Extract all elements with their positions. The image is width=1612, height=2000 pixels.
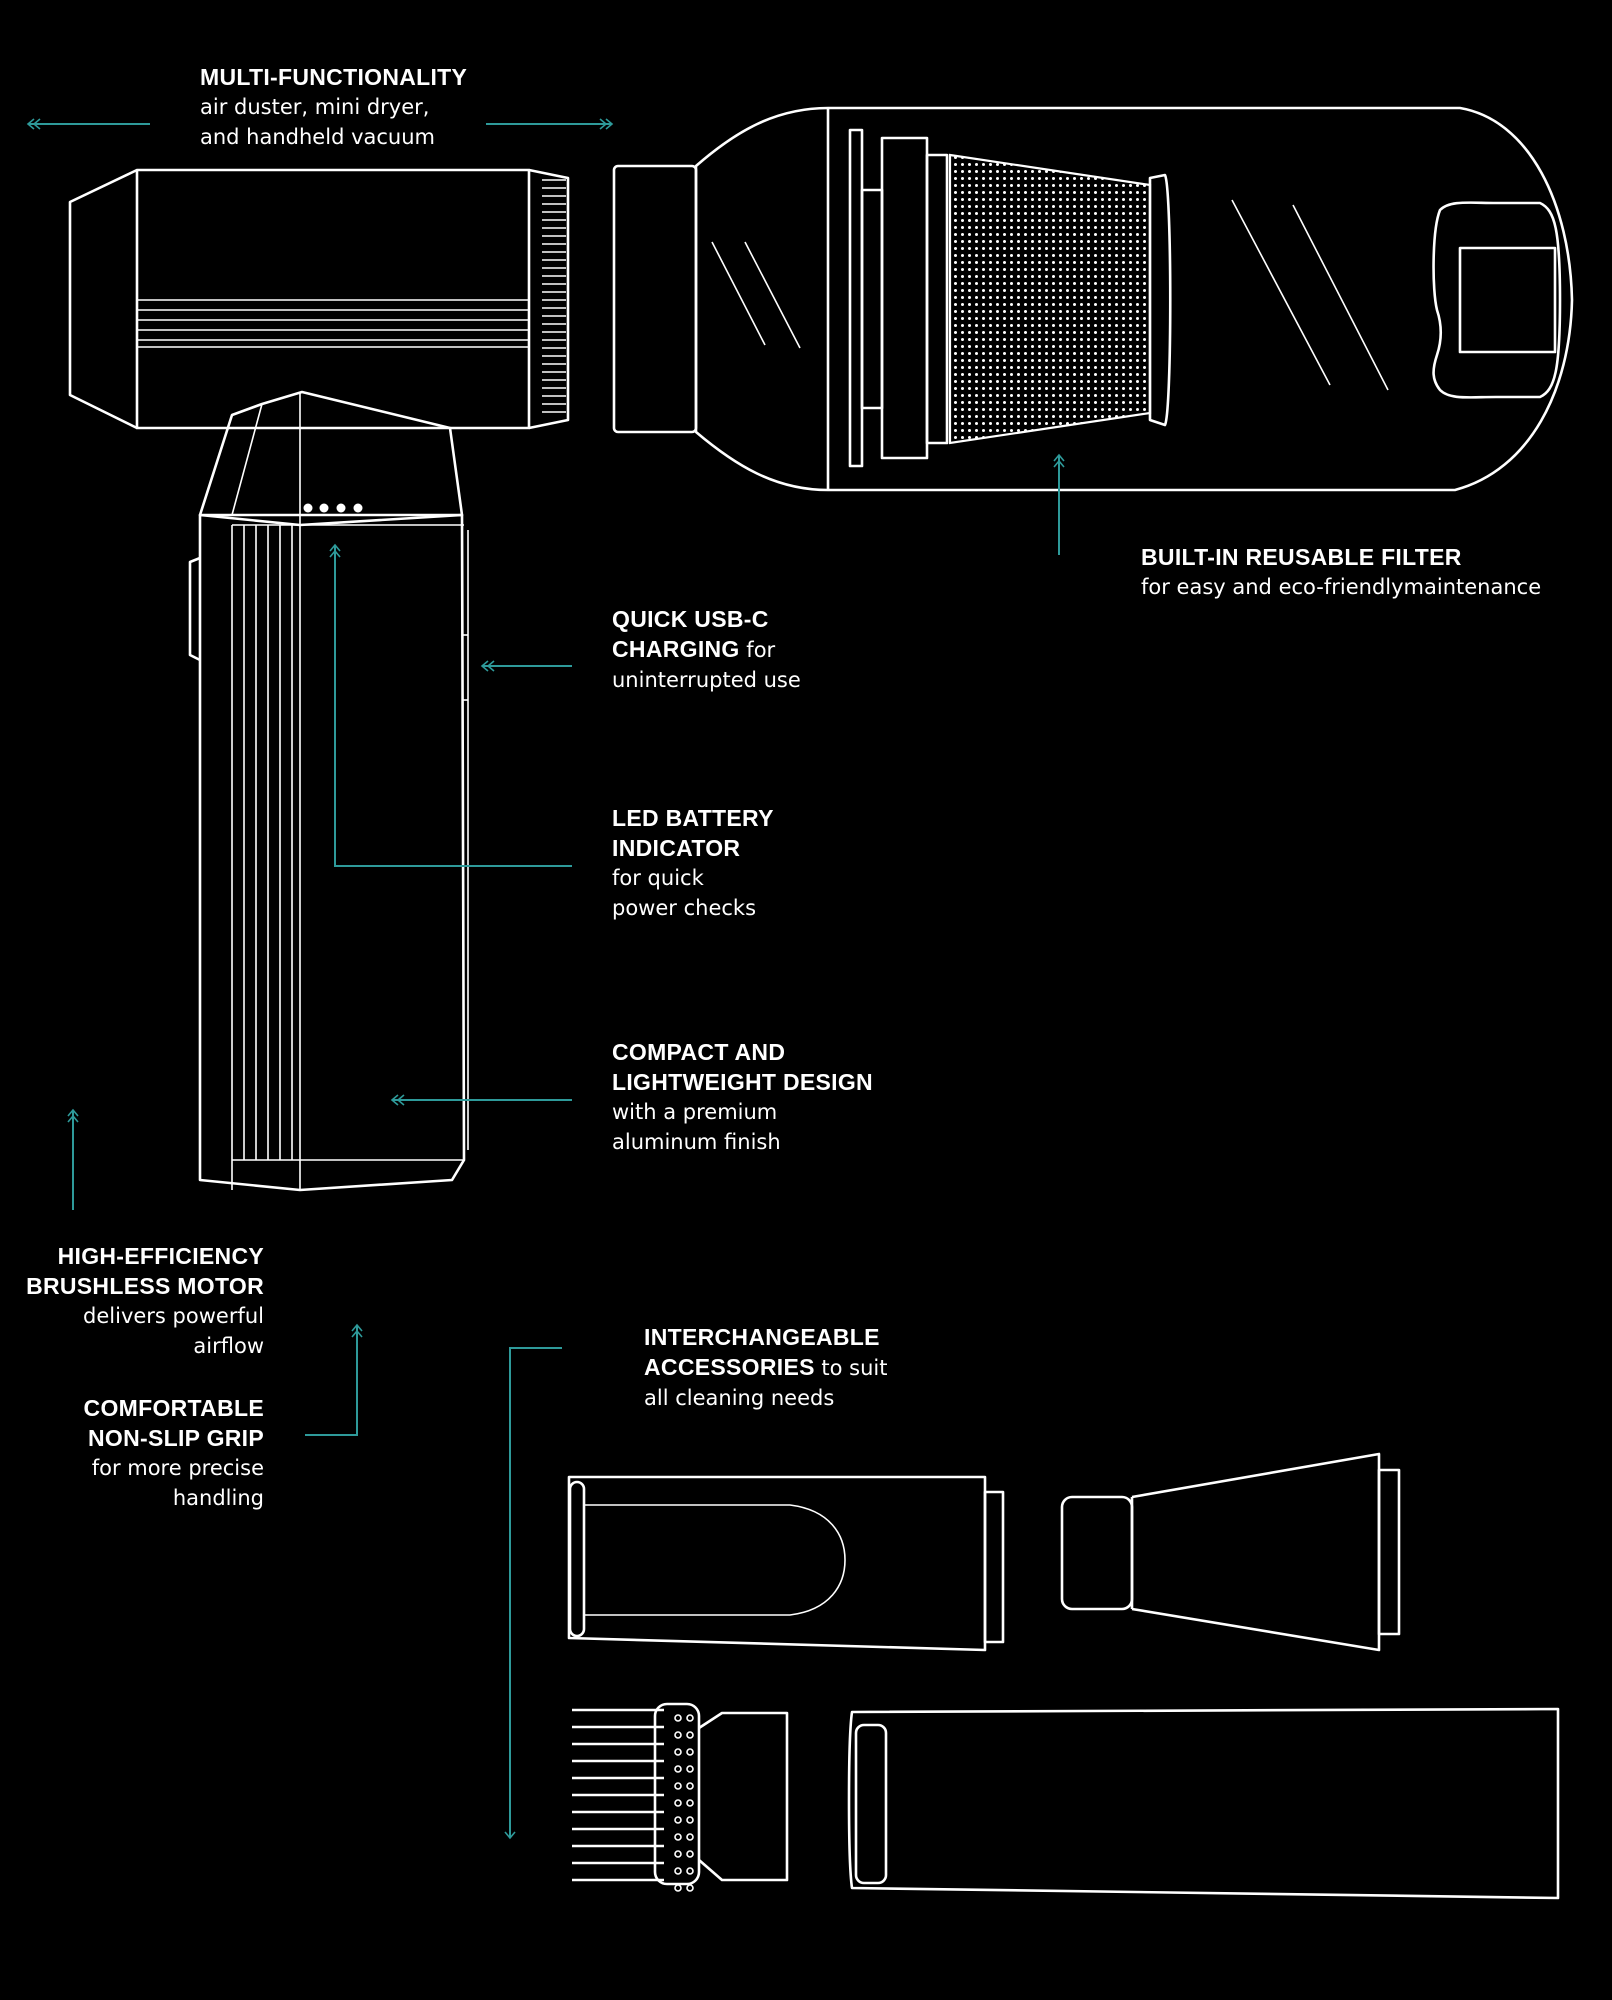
leader-lines — [26, 118, 1065, 1840]
grip-ridges — [243, 525, 293, 1160]
callout-reusable-filter: BUILT-IN REUSABLE FILTER for easy and ec… — [1141, 542, 1541, 602]
callout-compact-design: COMPACT AND LIGHTWEIGHT DESIGN with a pr… — [612, 1037, 873, 1157]
blower-device — [68, 168, 570, 1192]
concentrator-nozzle-accessory — [1060, 1452, 1401, 1652]
callout-heading: BUILT-IN REUSABLE FILTER — [1141, 544, 1462, 570]
callout-heading: LIGHTWEIGHT DESIGN — [612, 1069, 873, 1095]
callout-heading: INTERCHANGEABLE — [644, 1324, 880, 1350]
callout-desc: aluminum finish — [612, 1130, 781, 1154]
callout-heading: INDICATOR — [612, 835, 741, 861]
callout-desc: all cleaning needs — [644, 1386, 835, 1410]
callout-desc: for quick — [612, 866, 704, 890]
callout-heading: COMFORTABLE — [83, 1395, 264, 1421]
callout-heading: CHARGING — [612, 636, 740, 662]
flat-nozzle-accessory — [567, 1475, 1005, 1652]
led-battery-dots — [303, 503, 363, 513]
callout-desc: power checks — [612, 896, 757, 920]
callout-desc: for more precise — [91, 1456, 264, 1480]
callout-heading: LED BATTERY — [612, 805, 774, 831]
callout-desc: delivers powerful — [83, 1304, 264, 1328]
crevice-tool-accessory — [847, 1707, 1560, 1900]
callout-heading: NON-SLIP GRIP — [88, 1425, 264, 1451]
callout-desc: air duster, mini dryer, — [200, 95, 430, 119]
callout-heading: QUICK USB-C — [612, 606, 769, 632]
callout-desc: handling — [172, 1486, 264, 1510]
brush-accessory — [572, 1702, 789, 1892]
callout-desc: for — [739, 638, 776, 662]
accessories — [567, 1452, 1560, 1900]
callout-brushless-motor: HIGH-EFFICIENCY BRUSHLESS MOTOR delivers… — [10, 1241, 264, 1361]
callout-non-slip-grip: COMFORTABLE NON-SLIP GRIP for more preci… — [10, 1393, 264, 1513]
brush-bristles — [572, 1708, 694, 1892]
rear-grille-vents — [542, 179, 566, 413]
callout-led-battery: LED BATTERY INDICATOR for quick power ch… — [612, 803, 774, 923]
callout-heading: COMPACT AND — [612, 1039, 786, 1065]
callout-desc: to suit — [814, 1356, 888, 1380]
vacuum-filter-unit — [612, 106, 1574, 492]
callout-accessories: INTERCHANGEABLE ACCESSORIES to suit all … — [644, 1322, 888, 1413]
callout-desc: for easy and eco-friendlymaintenance — [1141, 575, 1542, 599]
callout-heading: MULTI-FUNCTIONALITY — [200, 64, 468, 90]
callout-desc: and handheld vacuum — [200, 125, 435, 149]
callout-heading: ACCESSORIES — [644, 1354, 815, 1380]
head-stripes — [137, 299, 529, 348]
callout-usb-c-charging: QUICK USB-C CHARGING for uninterrupted u… — [612, 604, 801, 695]
callout-multi-functionality: MULTI-FUNCTIONALITY air duster, mini dry… — [200, 62, 467, 152]
callout-desc: uninterrupted use — [612, 668, 801, 692]
callout-heading: BRUSHLESS MOTOR — [26, 1273, 264, 1299]
callout-desc: airflow — [193, 1334, 264, 1358]
filter-mesh — [948, 153, 1152, 445]
callout-heading: HIGH-EFFICIENCY — [57, 1243, 264, 1269]
callout-desc: with a premium — [612, 1100, 778, 1124]
